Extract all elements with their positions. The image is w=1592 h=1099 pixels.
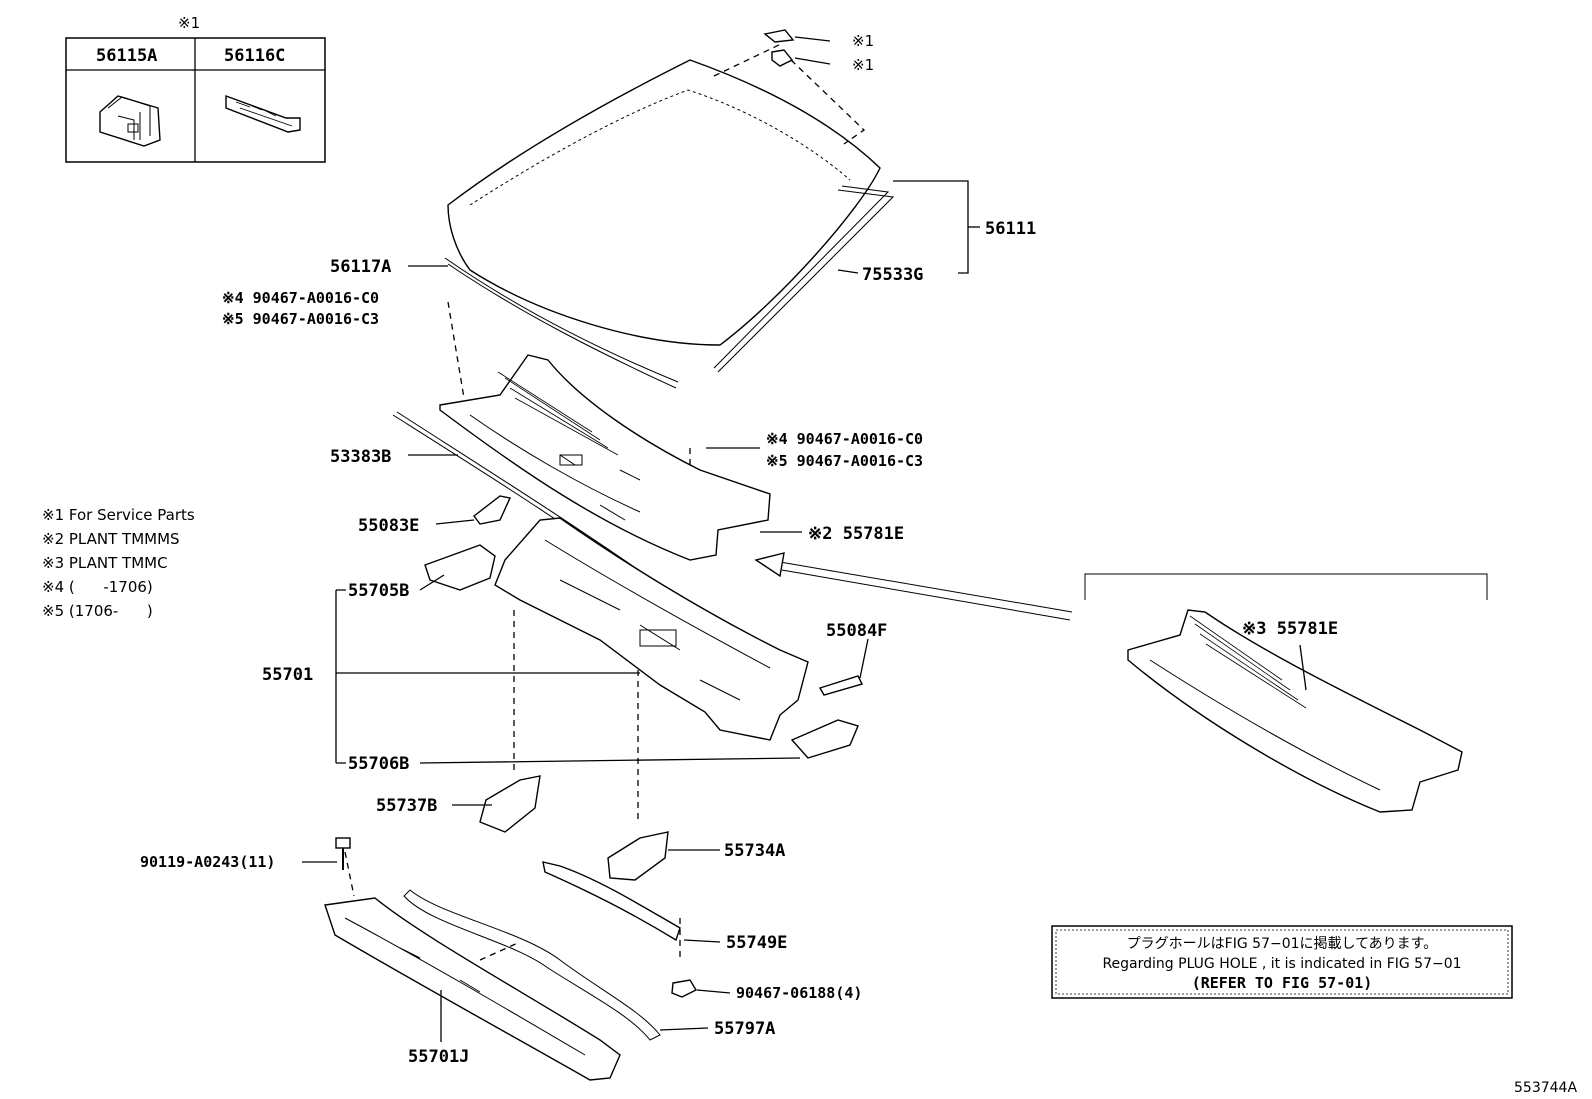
- cowl-top-variant-inset: [754, 552, 1488, 813]
- label-fastener-1-line2: ※5 90467-A0016-C3: [222, 310, 379, 328]
- legend-item-4: ※4 ( -1706): [42, 578, 153, 596]
- label-90119-a0243: 90119-A0243(11): [140, 853, 275, 871]
- legend-item-1: ※1 For Service Parts: [42, 506, 195, 524]
- label-53383b: 53383B: [330, 447, 391, 467]
- label-75533g: 75533G: [862, 265, 923, 285]
- legend: ※1 For Service Parts ※2 PLANT TMMMS ※3 P…: [42, 506, 195, 620]
- inset-col2-label: 56116C: [224, 46, 285, 66]
- clip-b-mark: ※1: [852, 56, 874, 74]
- figure-number: 553744A: [1514, 1080, 1577, 1096]
- seal-55797a-drawing: [403, 889, 661, 1041]
- clip-90467-06188-drawing: [671, 979, 697, 998]
- label-90467-06188: 90467-06188(4): [736, 984, 862, 1002]
- bolt-90119-drawing: [335, 837, 351, 870]
- label-55797a: 55797A: [714, 1019, 775, 1039]
- label-55734a: 55734A: [724, 841, 785, 861]
- label-55706b: 55706B: [348, 754, 409, 774]
- legend-item-5: ※5 (1706- ): [42, 602, 153, 620]
- label-fastener-1-line1: ※4 90467-A0016-C0: [222, 289, 379, 307]
- label-55705b: 55705B: [348, 581, 409, 601]
- label-55701: 55701: [262, 665, 313, 685]
- legend-item-2: ※2 PLANT TMMMS: [42, 530, 180, 548]
- clip-56116c-drawing: [225, 94, 301, 133]
- cowl-top-panel-drawing: [439, 354, 771, 561]
- reference-note-box: プラグホールはFIG 57−01に掲載してあります。 Regarding PLU…: [1051, 925, 1513, 999]
- windshield-glass-drawing: [444, 29, 895, 389]
- label-55749e: 55749E: [726, 933, 787, 953]
- label-fastener-2-line1: ※4 90467-A0016-C0: [766, 430, 923, 448]
- label-55701j: 55701J: [408, 1047, 469, 1067]
- bracket-55734a-drawing: [607, 831, 669, 881]
- label-55083e: 55083E: [358, 516, 419, 536]
- lower-panel-55701j-drawing: [324, 897, 621, 1081]
- brace-55749e-drawing: [542, 861, 681, 942]
- label-55781e-tmmc: ※3 55781E: [1242, 619, 1338, 639]
- label-55084f: 55084F: [826, 621, 887, 641]
- clip-a-mark: ※1: [852, 32, 874, 50]
- note-line-japanese: プラグホールはFIG 57−01に掲載してあります。: [1127, 936, 1438, 952]
- clip-56115a-drawing: [99, 95, 161, 147]
- note-line-english: Regarding PLUG HOLE , it is indicated in…: [1102, 956, 1461, 972]
- label-56111: 56111: [985, 219, 1036, 239]
- note-line-refer: (REFER TO FIG 57-01): [1192, 974, 1373, 992]
- label-55781e-tmmms: ※2 55781E: [808, 524, 904, 544]
- cowl-panel-55701-drawing: [424, 517, 864, 759]
- bracket-55737b-drawing: [479, 775, 541, 833]
- label-55737b: 55737B: [376, 796, 437, 816]
- bracket-55083e-drawing: [473, 495, 512, 525]
- inset-header-mark: ※1: [178, 14, 200, 32]
- label-56117a: 56117A: [330, 257, 391, 277]
- inset-col1-label: 56115A: [96, 46, 157, 66]
- legend-item-3: ※3 PLANT TMMC: [42, 554, 168, 572]
- label-fastener-2-line2: ※5 90467-A0016-C3: [766, 452, 923, 470]
- service-parts-inset: ※1 56115A 56116C: [65, 14, 326, 163]
